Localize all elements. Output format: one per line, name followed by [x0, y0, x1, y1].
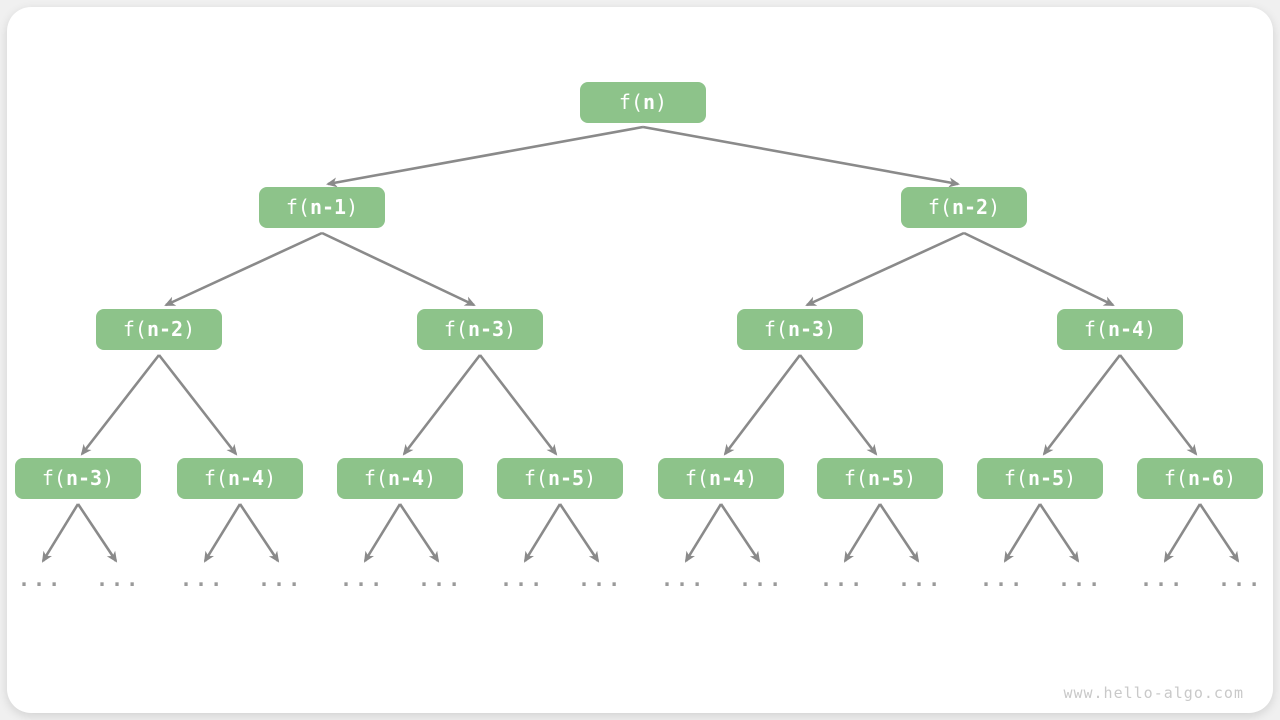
node-label-arg: n-4 — [708, 466, 746, 490]
node-l4-3: f(n-5) — [497, 458, 623, 499]
node-l2-1: f(n-2) — [901, 187, 1027, 228]
node-label: ) — [1144, 317, 1157, 341]
ellipsis-leaf: ... — [258, 567, 304, 591]
watermark: www.hello-algo.com — [1063, 684, 1244, 702]
ellipsis-leaf: ... — [1058, 567, 1104, 591]
node-label: ) — [424, 466, 437, 490]
node-label: ) — [745, 466, 758, 490]
ellipsis-leaf: ... — [1140, 567, 1186, 591]
node-l3-1: f(n-3) — [417, 309, 543, 350]
node-label: f( — [41, 466, 66, 490]
node-label: ) — [504, 317, 517, 341]
ellipsis-leaf: ... — [1218, 567, 1264, 591]
node-l4-1: f(n-4) — [177, 458, 303, 499]
node-l4-4: f(n-4) — [658, 458, 784, 499]
node-label: f( — [363, 466, 388, 490]
node-l2-0: f(n-1) — [259, 187, 385, 228]
node-label-arg: n-1 — [309, 195, 347, 219]
ellipsis-leaf: ... — [180, 567, 226, 591]
node-label-arg: n-4 — [387, 466, 425, 490]
node-label: ) — [824, 317, 837, 341]
node-label-arg: n-4 — [1107, 317, 1145, 341]
node-label: ) — [988, 195, 1001, 219]
node-label: f( — [1083, 317, 1108, 341]
node-label: ) — [1224, 466, 1237, 490]
node-label: f( — [122, 317, 147, 341]
node-label-arg: n-5 — [547, 466, 585, 490]
node-label-arg: n-6 — [1187, 466, 1225, 490]
node-label: f( — [523, 466, 548, 490]
node-label: f( — [203, 466, 228, 490]
node-l4-7: f(n-6) — [1137, 458, 1263, 499]
node-label-arg: n-3 — [467, 317, 505, 341]
ellipsis-leaf: ... — [980, 567, 1026, 591]
node-label: ) — [102, 466, 115, 490]
ellipsis-leaf: ... — [820, 567, 866, 591]
node-label: ) — [904, 466, 917, 490]
node-label: f( — [618, 90, 643, 114]
ellipsis-leaf: ... — [340, 567, 386, 591]
node-label: ) — [264, 466, 277, 490]
node-root-f-n: f(n) — [580, 82, 706, 123]
node-l4-6: f(n-5) — [977, 458, 1103, 499]
node-label: f( — [285, 195, 310, 219]
node-l3-3: f(n-4) — [1057, 309, 1183, 350]
ellipsis-leaf: ... — [18, 567, 64, 591]
node-label-arg: n-5 — [867, 466, 905, 490]
ellipsis-leaf: ... — [96, 567, 142, 591]
ellipsis-leaf: ... — [578, 567, 624, 591]
node-label-arg: n-2 — [146, 317, 184, 341]
node-label: f( — [843, 466, 868, 490]
node-l3-0: f(n-2) — [96, 309, 222, 350]
node-label-arg: n-3 — [787, 317, 825, 341]
ellipsis-leaf: ... — [418, 567, 464, 591]
node-label-arg: n — [643, 90, 656, 114]
node-label: f( — [684, 466, 709, 490]
node-label-arg: n-3 — [65, 466, 103, 490]
node-label: ) — [655, 90, 668, 114]
ellipsis-leaf: ... — [739, 567, 785, 591]
node-label: ) — [183, 317, 196, 341]
node-l4-5: f(n-5) — [817, 458, 943, 499]
node-label: f( — [443, 317, 468, 341]
ellipsis-leaf: ... — [500, 567, 546, 591]
node-l4-2: f(n-4) — [337, 458, 463, 499]
ellipsis-leaf: ... — [661, 567, 707, 591]
node-label-arg: n-2 — [951, 195, 989, 219]
node-label: f( — [1003, 466, 1028, 490]
node-label: f( — [1163, 466, 1188, 490]
node-label: ) — [346, 195, 359, 219]
node-l4-0: f(n-3) — [15, 458, 141, 499]
ellipsis-leaf: ... — [898, 567, 944, 591]
node-label: ) — [584, 466, 597, 490]
node-label: f( — [927, 195, 952, 219]
node-label: ) — [1064, 466, 1077, 490]
node-l3-2: f(n-3) — [737, 309, 863, 350]
node-label-arg: n-4 — [227, 466, 265, 490]
node-label-arg: n-5 — [1027, 466, 1065, 490]
node-label: f( — [763, 317, 788, 341]
